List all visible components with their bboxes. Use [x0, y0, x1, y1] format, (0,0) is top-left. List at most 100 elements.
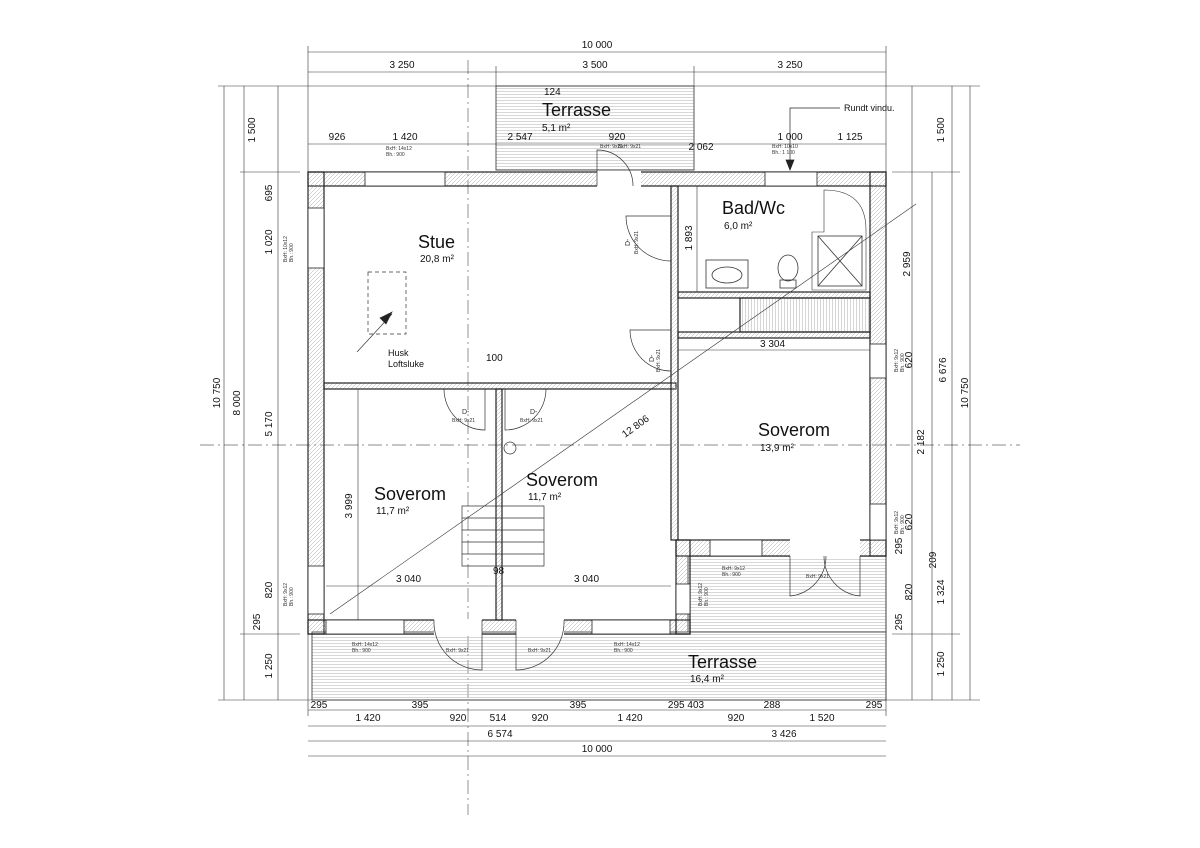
- svg-text:BxH: 9x21: BxH: 9x21: [520, 418, 543, 424]
- svg-text:BxH: 10x10: BxH: 10x10: [772, 144, 798, 150]
- svg-text:295 403: 295 403: [668, 700, 705, 711]
- top-dimension-labels: 10 000 3 250 3 500 3 250 926 1 420 2 547…: [329, 40, 863, 153]
- svg-text:1 520: 1 520: [809, 713, 834, 724]
- svg-text:295: 295: [866, 700, 883, 711]
- door-tags: D- BxH: 9x21 D- BxH: 9x21 D- BxH: 9x21 D…: [446, 144, 829, 654]
- svg-text:920: 920: [450, 713, 467, 724]
- svg-text:1 420: 1 420: [355, 713, 380, 724]
- svg-text:Bh.: 900: Bh.: 900: [900, 353, 906, 372]
- svg-text:1 500: 1 500: [936, 117, 947, 142]
- svg-text:295: 295: [894, 537, 905, 554]
- svg-text:BxH: 14x12: BxH: 14x12: [386, 146, 412, 152]
- svg-text:Bh.: 900: Bh.: 900: [704, 587, 710, 606]
- svg-text:10 750: 10 750: [960, 377, 971, 408]
- room-name-terrace-top: Terrasse: [542, 100, 611, 120]
- bathroom-fixtures: [705, 189, 867, 291]
- right-dimension-labels: 10 750 6 676 1 500 2 959 620 2 182 620 2…: [894, 117, 971, 676]
- svg-text:Bh.: 900: Bh.: 900: [614, 648, 633, 654]
- svg-text:3 500: 3 500: [582, 60, 607, 71]
- svg-text:295: 295: [311, 700, 328, 711]
- svg-text:3 040: 3 040: [574, 574, 599, 585]
- room-area-stue: 20,8 m²: [420, 254, 455, 265]
- svg-text:BxH: 9x21: BxH: 9x21: [528, 648, 551, 654]
- svg-text:1 420: 1 420: [617, 713, 642, 724]
- svg-text:Bh.: 900: Bh.: 900: [722, 572, 741, 578]
- svg-text:100: 100: [486, 353, 503, 364]
- svg-text:BxH: 10x12: BxH: 10x12: [283, 236, 289, 262]
- room-name-soverom-mid: Soverom: [526, 470, 598, 490]
- svg-text:3 304: 3 304: [760, 339, 785, 350]
- svg-text:Bh.: 900: Bh.: 900: [386, 152, 405, 158]
- room-name-bad: Bad/Wc: [722, 198, 785, 218]
- svg-text:1 250: 1 250: [264, 653, 275, 678]
- room-area-terrace-bottom: 16,4 m²: [690, 674, 725, 685]
- svg-text:BxH: 9x21: BxH: 9x21: [634, 231, 640, 254]
- svg-text:6 676: 6 676: [938, 357, 949, 382]
- svg-text:Bh.: 900: Bh.: 900: [352, 648, 371, 654]
- room-name-stue: Stue: [418, 232, 455, 252]
- bottom-dimension-labels: 295 1 420 395 920 514 920 395 1 420 295 …: [311, 700, 883, 755]
- svg-text:620: 620: [904, 513, 915, 530]
- left-dimension-labels: 10 750 8 000 1 500 695 1 020 5 170 820 2…: [212, 117, 275, 678]
- note-attic-hatch-1: Husk: [388, 348, 409, 358]
- svg-text:920: 920: [728, 713, 745, 724]
- svg-text:D-: D-: [625, 238, 632, 246]
- room-name-terrace-bottom: Terrasse: [688, 652, 757, 672]
- svg-text:12 806: 12 806: [620, 413, 652, 440]
- room-name-soverom-right: Soverom: [758, 420, 830, 440]
- svg-text:10 750: 10 750: [212, 377, 223, 408]
- interior-walls: [323, 185, 871, 621]
- svg-text:Bh.: 900: Bh.: 900: [289, 587, 295, 606]
- svg-text:BxH: 9x21: BxH: 9x21: [656, 349, 662, 372]
- svg-text:288: 288: [764, 700, 781, 711]
- room-name-soverom-left: Soverom: [374, 484, 446, 504]
- svg-text:295: 295: [252, 613, 263, 630]
- room-area-bad: 6,0 m²: [724, 221, 753, 232]
- svg-text:209: 209: [928, 551, 939, 568]
- svg-text:98: 98: [493, 566, 505, 577]
- svg-text:820: 820: [904, 583, 915, 600]
- svg-text:BxH: 9x12: BxH: 9x12: [283, 583, 289, 606]
- svg-text:926: 926: [329, 132, 346, 143]
- svg-text:1 125: 1 125: [837, 132, 862, 143]
- svg-text:1 324: 1 324: [936, 579, 947, 604]
- svg-text:395: 395: [412, 700, 429, 711]
- room-area-soverom-mid: 11,7 m²: [528, 492, 562, 503]
- door-openings: [434, 171, 860, 635]
- svg-text:920: 920: [609, 132, 626, 143]
- svg-text:D-: D-: [462, 409, 470, 416]
- room-area-terrace-top: 5,1 m²: [542, 123, 571, 134]
- svg-text:1 020: 1 020: [264, 229, 275, 254]
- svg-text:920: 920: [532, 713, 549, 724]
- interior-dimension-lines: [326, 186, 870, 620]
- svg-text:2 182: 2 182: [916, 429, 927, 454]
- note-round-window: Rundt vindu.: [844, 103, 895, 113]
- svg-text:BxH: 9x12: BxH: 9x12: [894, 511, 900, 534]
- svg-text:3 426: 3 426: [771, 729, 796, 740]
- stair-symbol: [461, 441, 545, 567]
- svg-text:Bh.: 900: Bh.: 900: [900, 515, 906, 534]
- svg-text:1 893: 1 893: [684, 225, 695, 250]
- svg-text:BxH: 9x21: BxH: 9x21: [452, 418, 475, 424]
- note-attic-hatch-2: Loftsluke: [388, 359, 424, 369]
- svg-text:BxH: 14x12: BxH: 14x12: [352, 642, 378, 648]
- svg-text:3 250: 3 250: [389, 60, 414, 71]
- svg-text:BxH: 9x21: BxH: 9x21: [446, 648, 469, 654]
- svg-text:Bh.: 900: Bh.: 900: [289, 243, 295, 262]
- interior-dimension-labels: 1 893 100 12 806 3 999 3 040 98 3 040 3 …: [344, 225, 785, 585]
- svg-text:1 250: 1 250: [936, 651, 947, 676]
- svg-text:BxH: 9x21: BxH: 9x21: [618, 144, 641, 150]
- svg-text:Bh.: 1 100: Bh.: 1 100: [772, 150, 795, 156]
- svg-text:2 062: 2 062: [688, 142, 713, 153]
- svg-text:1 000: 1 000: [777, 132, 802, 143]
- dimension-lines: [218, 46, 980, 757]
- svg-text:6 574: 6 574: [487, 729, 512, 740]
- svg-text:BxH: 14x12: BxH: 14x12: [614, 642, 640, 648]
- svg-text:3 250: 3 250: [777, 60, 802, 71]
- terrace-top: [495, 85, 695, 171]
- svg-text:BxH: 9x12: BxH: 9x12: [698, 583, 704, 606]
- svg-text:514: 514: [490, 713, 507, 724]
- svg-text:2 959: 2 959: [902, 251, 913, 276]
- svg-text:5 170: 5 170: [264, 411, 275, 436]
